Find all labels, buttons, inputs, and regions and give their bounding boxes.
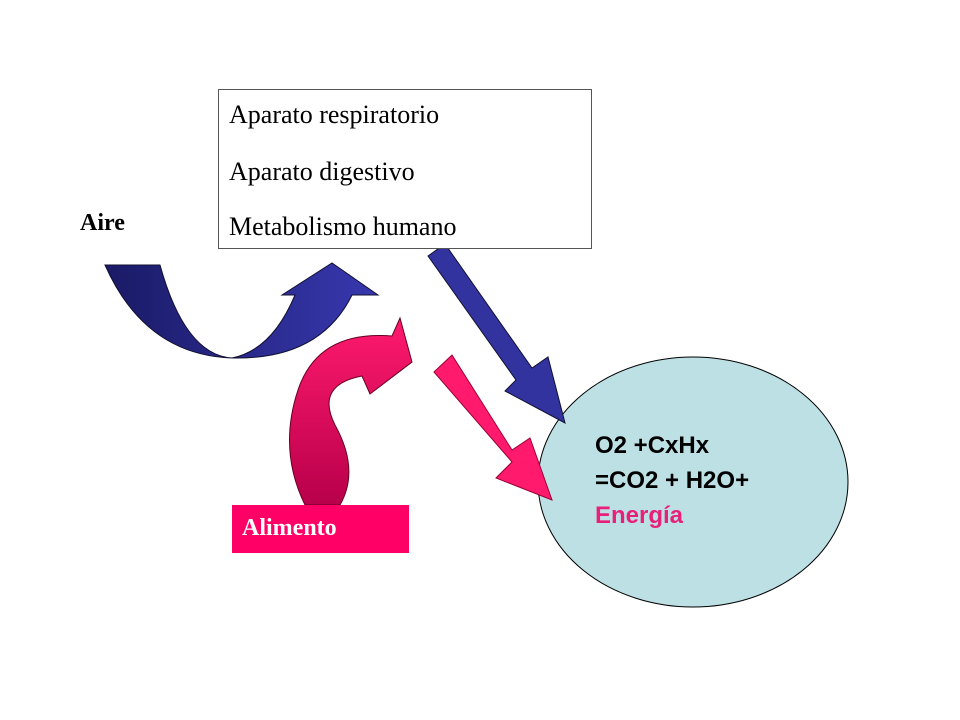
- reaction-formula: O2 +CxHx =CO2 + H2O+ Energía: [595, 428, 749, 533]
- reaction-products: =CO2 + H2O+: [595, 467, 750, 494]
- systems-box: Aparato respiratorio Aparato digestivo M…: [218, 89, 592, 249]
- reaction-reactants: O2 +CxHx: [595, 432, 710, 459]
- human-metabolism-label: Metabolismo humano: [229, 212, 457, 241]
- food-label-background: [232, 505, 409, 553]
- digestive-system-label: Aparato digestivo: [229, 157, 415, 186]
- food-label-box: Alimento: [232, 505, 409, 553]
- reaction-energy: Energía: [595, 502, 684, 529]
- box-to-circle-arrow: [427, 243, 566, 424]
- air-label: Aire: [80, 210, 125, 236]
- food-label: Alimento: [242, 515, 337, 541]
- respiratory-system-label: Aparato respiratorio: [229, 100, 440, 129]
- food-intake-arrow: [288, 316, 413, 506]
- food-to-circle-arrow: [433, 354, 553, 501]
- air-intake-arrow: [104, 262, 380, 359]
